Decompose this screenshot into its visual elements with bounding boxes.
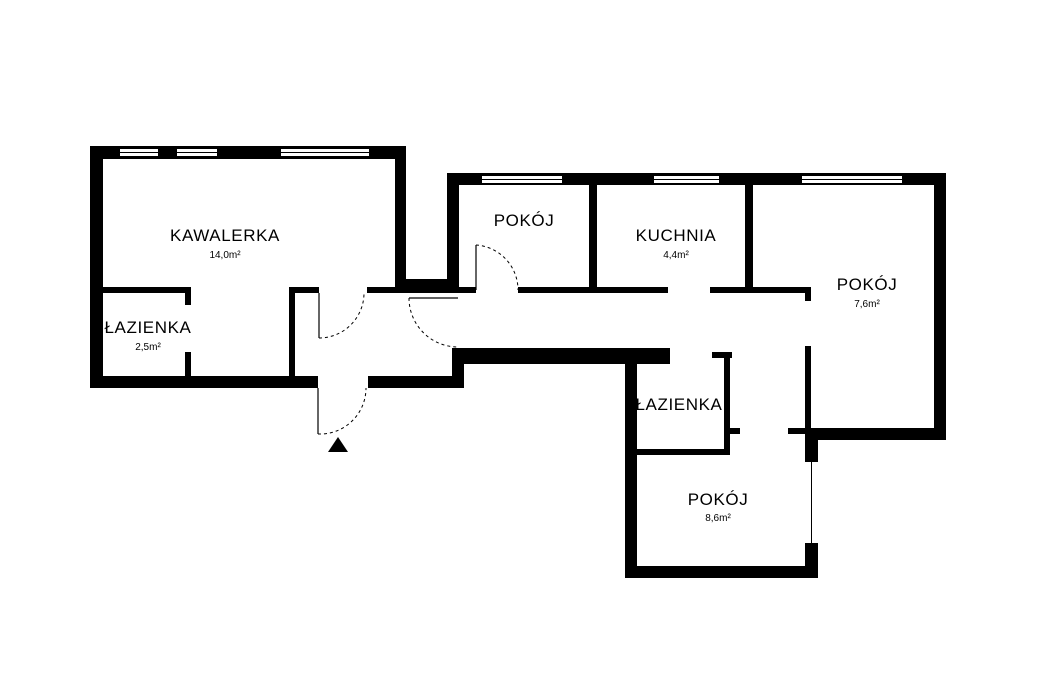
wall-rooms-bottom-c (710, 287, 811, 293)
wall-left-outer-right (395, 146, 406, 288)
wall-right-outer-right (934, 173, 946, 440)
right-unit-windows (482, 176, 902, 543)
wall-lower-left (625, 352, 637, 578)
room-kuchnia-area: 4,4m² (663, 250, 689, 261)
wall-kuchnia-right (745, 185, 753, 287)
wall-bath-right-a (185, 287, 191, 305)
wall-right-outer-left (447, 173, 459, 293)
wall-bath-right-b (185, 352, 191, 376)
door-connector-swing (408, 297, 459, 348)
room-pokoj-right-area: 7,6m² (854, 299, 880, 310)
wall-corridor-bottom-b (712, 352, 732, 358)
room-lazienka-left-name: ŁAZIENKA (105, 318, 192, 337)
room-pokoj-right-name: POKÓJ (837, 275, 898, 294)
triangle-entrance-icon (328, 437, 348, 452)
room-pokoj-bottom-name: POKÓJ (688, 490, 749, 509)
wall-lower-right-a (805, 428, 818, 462)
room-pokoj-bottom-area: 8,6m² (705, 513, 731, 524)
room-pokoj-small-name: POKÓJ (494, 211, 555, 230)
left-unit-windows (120, 149, 369, 156)
wall-left-outer-bottom-b (368, 376, 464, 388)
room-labels: KAWALERKA 14,0m² ŁAZIENKA 2,5m² POKÓJ KU… (105, 211, 898, 524)
wall-left-outer-left (90, 146, 103, 388)
wall-lower-right-b (805, 543, 818, 578)
wall-bath-top (103, 287, 191, 293)
room-lazienka-left-area: 2,5m² (135, 342, 161, 353)
wall-pokoj-right-left-a (805, 287, 811, 301)
wall-bath-center-right (724, 352, 730, 454)
wall-pokoj-right-left-b (805, 346, 811, 434)
door-entrance-swing (317, 387, 367, 435)
room-kawalerka-area: 14,0m² (209, 250, 241, 261)
wall-bottom-stub (788, 428, 808, 434)
wall-bath-center-stub (724, 428, 740, 434)
wall-pokoj-small-right (589, 185, 597, 287)
wall-corridor-bottom (452, 348, 670, 364)
wall-hall-left (289, 287, 295, 376)
wall-lower-bottom (625, 566, 818, 578)
wall-rooms-bottom-b (518, 287, 668, 293)
wall-connector-top (395, 279, 458, 293)
door-hall-swing (318, 292, 365, 339)
room-lazienka-center-name: ŁAZIENKA (636, 395, 723, 414)
wall-left-outer-bottom-a (90, 376, 318, 388)
room-kuchnia-name: KUCHNIA (636, 226, 717, 245)
door-pokoj-small-swing (475, 244, 519, 291)
wall-hall-top-a (289, 287, 319, 293)
wall-bath-center-bottom (637, 449, 730, 455)
doors (317, 244, 519, 435)
wall-rooms-bottom-a (459, 287, 476, 293)
wall-right-bottom-step (805, 428, 946, 440)
room-kawalerka-name: KAWALERKA (170, 226, 280, 245)
